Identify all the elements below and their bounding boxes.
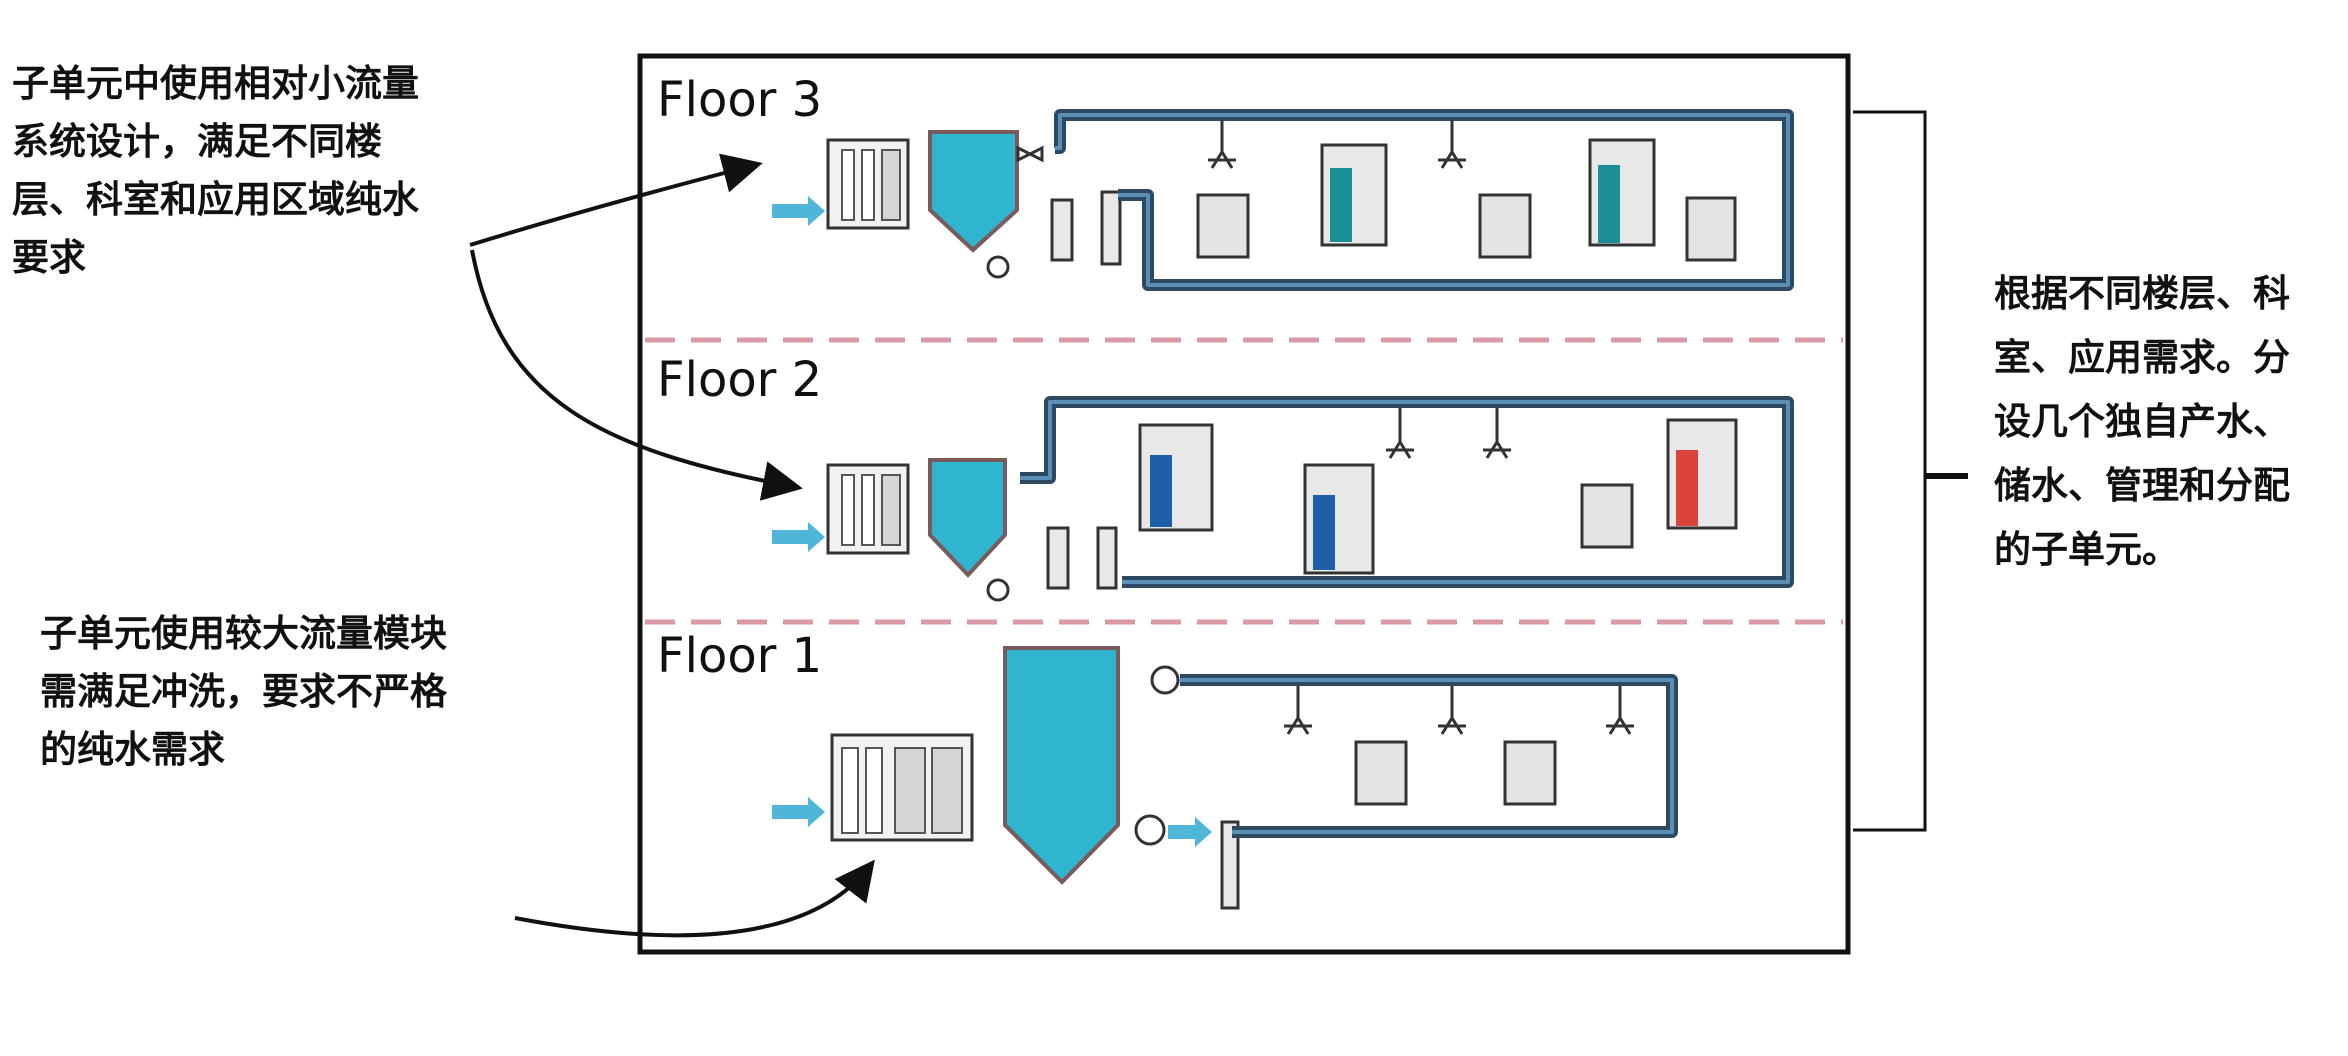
water-outlet-arrow	[1168, 817, 1212, 847]
storage-tank	[1003, 646, 1120, 885]
dispenser-device	[1196, 193, 1250, 259]
distribution-loop-pipe-inner	[1020, 400, 1790, 584]
filter-column	[1050, 198, 1074, 262]
water-inlet-arrow	[772, 196, 825, 226]
annotation-subunits: 根据不同楼层、科 室、应用需求。分 设几个独自产水、 储水、管理和分配 的子单元…	[1994, 262, 2290, 582]
pretreatment-unit	[830, 733, 974, 842]
pointer-arrow	[469, 153, 763, 247]
annotation-line: 需满足冲洗，要求不严格	[40, 670, 447, 713]
dispenser-device	[1580, 483, 1634, 549]
water-tap-icon	[1606, 686, 1634, 735]
pump-valve-icon	[1016, 145, 1044, 163]
storage-tank	[928, 458, 1007, 578]
water-tap-icon	[1438, 686, 1466, 735]
filter-column	[1096, 526, 1118, 590]
pretreatment-unit	[826, 138, 910, 230]
distribution-loop-pipe-inner	[1180, 678, 1674, 834]
filter-column	[1220, 820, 1240, 910]
pump-icon	[986, 255, 1010, 279]
floor-1-system	[772, 646, 1678, 910]
purifier-unit-red	[1666, 418, 1738, 530]
annotation-line: 储水、管理和分配	[1994, 464, 2290, 507]
pump-icon	[1134, 814, 1166, 846]
floor-label: Floor 2	[657, 352, 822, 408]
dispenser-device	[1685, 196, 1737, 262]
floor-3-system	[772, 109, 1794, 291]
dispenser-device	[1503, 740, 1557, 806]
floor-2-system	[772, 396, 1794, 602]
distribution-loop-pipe	[1054, 109, 1794, 291]
purifier-unit-teal	[1320, 143, 1388, 247]
annotation-line: 子单元中使用相对小流量	[12, 62, 419, 105]
annotation-line: 子单元使用较大流量模块	[40, 612, 447, 655]
annotation-line: 设几个独自产水、	[1994, 400, 2290, 443]
storage-tank	[928, 130, 1019, 253]
annotation-line: 的子单元。	[1994, 528, 2179, 571]
water-inlet-arrow	[772, 797, 825, 827]
purifier-unit-blue	[1303, 463, 1375, 575]
annotation-small-flow: 子单元中使用相对小流量 系统设计，满足不同楼 层、科室和应用区域纯水 要求	[12, 55, 419, 287]
distribution-loop-pipe-inner	[1055, 113, 1790, 287]
building-frame	[637, 53, 1851, 955]
filter-column	[1100, 190, 1122, 266]
water-tap-icon	[1284, 686, 1312, 735]
water-tap-icon	[1208, 120, 1236, 169]
floor-label: Floor 1	[657, 628, 822, 684]
annotation-line: 系统设计，满足不同楼	[12, 120, 382, 163]
filter-column	[1046, 526, 1070, 590]
pretreatment-unit	[826, 463, 910, 555]
water-tap-icon	[1386, 408, 1414, 459]
distribution-loop-pipe	[1180, 674, 1678, 838]
water-inlet-arrow	[772, 522, 825, 552]
dispenser-device	[1478, 193, 1532, 259]
annotation-line: 根据不同楼层、科	[1994, 272, 2290, 315]
dispenser-device	[1354, 740, 1408, 806]
annotation-line: 室、应用需求。分	[1994, 336, 2290, 379]
pointer-arrow	[514, 859, 875, 938]
purifier-unit-teal	[1588, 138, 1656, 247]
annotation-line: 要求	[12, 236, 86, 279]
annotation-line: 层、科室和应用区域纯水	[12, 178, 419, 221]
purifier-unit-blue	[1138, 423, 1214, 532]
pump-icon	[986, 578, 1010, 602]
pointer-arrow	[470, 249, 803, 501]
floor-label: Floor 3	[657, 72, 822, 128]
annotation-large-flow: 子单元使用较大流量模块 需满足冲洗，要求不严格 的纯水需求	[40, 605, 447, 779]
bracket	[1853, 110, 1927, 832]
annotation-line: 的纯水需求	[40, 728, 225, 771]
water-tap-icon	[1483, 408, 1511, 459]
valve-icon	[1150, 665, 1180, 695]
water-tap-icon	[1438, 120, 1466, 169]
